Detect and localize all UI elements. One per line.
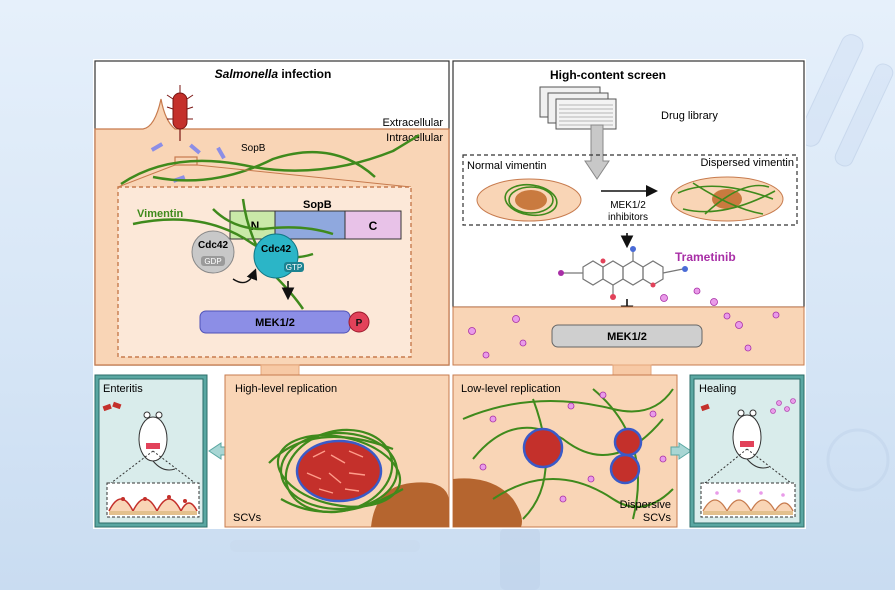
figure-canvas: Salmonella infection Extracellular Intra… xyxy=(94,60,805,528)
trametinib-molecule xyxy=(558,246,688,300)
sopb-domain-bar: N C xyxy=(229,210,402,240)
dispersed-vimentin-label: Dispersed vimentin xyxy=(700,157,794,169)
panel-title-right: High-content screen xyxy=(550,68,666,82)
scv-small-3 xyxy=(609,453,641,485)
panel-title: Salmonella infection xyxy=(215,67,332,81)
high-level-label: High-level replication xyxy=(235,383,337,395)
cdc42-gtp: Cdc42 GTP xyxy=(253,233,304,279)
panel-high-content-screen: High-content screen Drug library Normal … xyxy=(452,60,805,319)
healing-label: Healing xyxy=(699,383,736,395)
nucleus-left xyxy=(371,482,449,527)
library-down-arrow xyxy=(584,124,610,180)
cdc42-gtp-label: Cdc42 xyxy=(261,244,291,255)
screen-box xyxy=(462,154,798,226)
cdc42-gdp-label: Cdc42 xyxy=(198,240,228,251)
domain-n-label: N xyxy=(251,219,260,233)
mek-cell-strip: MEK1/2 xyxy=(452,306,805,366)
panel-low-level-replication: Low-level replication Dispersive SCVs xyxy=(452,374,678,528)
mouse-icon xyxy=(138,411,176,471)
panel-salmonella-infection: Salmonella infection Extracellular Intra… xyxy=(94,60,450,366)
cdc42-gdp: Cdc42 GDP xyxy=(191,230,235,274)
sopb-small-label: SopB xyxy=(241,143,266,154)
drug-dots-low xyxy=(479,391,667,503)
title-rest: infection xyxy=(278,67,331,81)
gtp-label: GTP xyxy=(286,263,302,272)
domain-c-label: C xyxy=(369,219,378,233)
gdp-label: GDP xyxy=(204,257,221,266)
panel-enteritis: Enteritis xyxy=(94,374,208,528)
title-italic: Salmonella xyxy=(215,67,279,81)
phospho-label: P xyxy=(356,318,363,329)
panel-high-level-replication: High-level replication SCVs xyxy=(224,374,450,528)
trametinib-label: Trametinib xyxy=(675,250,736,264)
mouse-icon-healing xyxy=(732,409,770,469)
drug-library-plates-icon xyxy=(539,86,617,130)
healing-arrow xyxy=(670,442,692,460)
figure: Salmonella infection Extracellular Intra… xyxy=(93,59,806,529)
nucleus-right xyxy=(453,478,522,527)
enteritis-label: Enteritis xyxy=(103,383,143,395)
panel-healing: Healing xyxy=(689,374,805,528)
salmonella-bacterium-icon xyxy=(166,85,194,141)
activation-arrow xyxy=(232,268,258,284)
extracellular-label: Extracellular xyxy=(382,117,443,129)
scvs-label-left: SCVs xyxy=(233,512,262,524)
inhibitors-label-1: MEK1/2 xyxy=(610,200,646,211)
normal-cell xyxy=(476,178,582,222)
scv-large xyxy=(268,428,404,514)
mek-label-left: MEK1/2 xyxy=(255,317,295,329)
scv-small-2 xyxy=(613,427,643,457)
dispersive-label-2: SCVs xyxy=(643,512,672,524)
drug-dots xyxy=(660,287,718,306)
sopb-big-label: SopB xyxy=(303,199,332,211)
scv-small-1 xyxy=(522,427,564,469)
mek-label-right: MEK1/2 xyxy=(607,331,647,343)
inhibitors-label-2: inhibitors xyxy=(608,212,648,223)
vimentin-filaments xyxy=(120,133,420,186)
normal-vimentin-label: Normal vimentin xyxy=(467,160,546,172)
dispersive-label-1: Dispersive xyxy=(620,499,671,511)
mek-node-left: MEK1/2 P xyxy=(199,310,370,334)
vimentin-label: Vimentin xyxy=(137,208,184,220)
low-level-label: Low-level replication xyxy=(461,383,561,395)
drug-library-label: Drug library xyxy=(661,110,718,122)
dispersed-cell xyxy=(670,176,784,222)
